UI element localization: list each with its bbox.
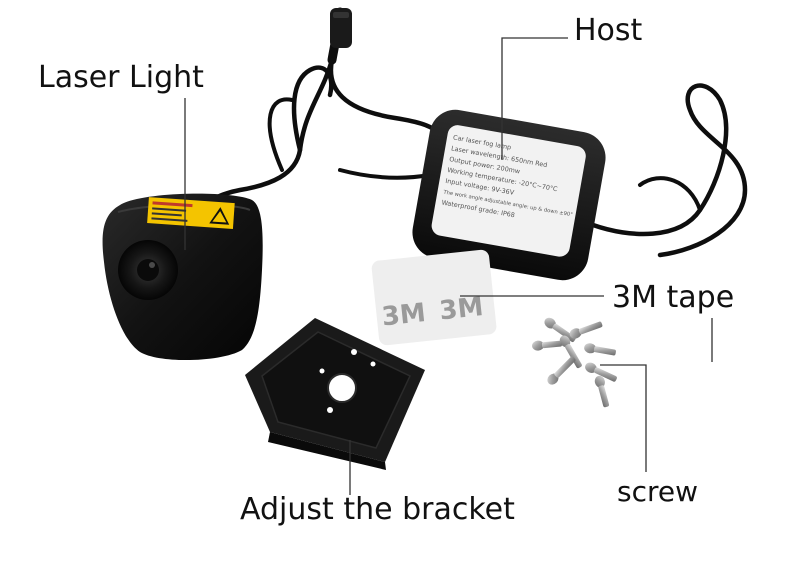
tape-print: 3M [438,292,485,326]
host-caption: Host [574,13,643,48]
laser-light-unit [102,193,263,361]
screw-caption: screw [617,475,699,508]
cable [202,7,748,258]
mounting-bracket [245,318,425,470]
leader-lines [184,37,713,495]
bracket-caption: Adjust the bracket [240,492,515,527]
3m-tape-pad: 3M 3M [371,249,497,346]
laser-warning-sticker [147,197,235,230]
power-plug [330,8,352,48]
tape-caption: 3M tape [612,280,735,315]
host-spec-label [431,125,586,257]
host-module: Car laser fog lamp Laser wavelength: 650… [412,109,606,281]
laser-light-caption: Laser Light [38,60,204,95]
tape-print: 3M [380,298,427,332]
screw-set [532,317,617,408]
